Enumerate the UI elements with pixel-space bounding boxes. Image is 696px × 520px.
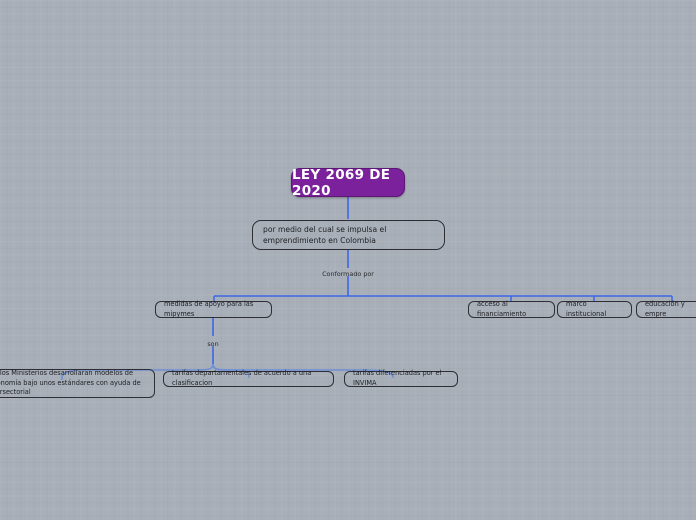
leaf-node-label: tarifas departamentales de acuerdo a una… bbox=[172, 369, 312, 387]
subtitle-node[interactable]: por medio del cual se impulsa el emprend… bbox=[252, 220, 445, 250]
branch-node-label: educación y empre bbox=[645, 299, 685, 318]
branch-node-label: acceso al financiamiento bbox=[477, 299, 527, 318]
leaf-node-label: tarifas diferenciadas por el INVIMA bbox=[353, 369, 442, 387]
branch-node-label: medidas de apoyo para las mipymes bbox=[164, 299, 254, 318]
root-node-label: LEY 2069 DE 2020 bbox=[292, 166, 391, 199]
edge-label-conformado-por: Conformado por bbox=[322, 270, 374, 278]
edge-label-son: son bbox=[207, 340, 219, 348]
branch-node-label: marco institucional bbox=[566, 299, 607, 318]
root-node[interactable]: LEY 2069 DE 2020 bbox=[291, 166, 405, 199]
leaf-node-gobierno-ministerios[interactable]: rno y los Ministerios desarrollaran mode… bbox=[0, 369, 155, 398]
subtitle-node-label: por medio del cual se impulsa el emprend… bbox=[263, 224, 387, 245]
branch-node-medidas-de-apoyo[interactable]: medidas de apoyo para las mipymes bbox=[155, 299, 272, 318]
branch-node-educacion-y-emprendimiento[interactable]: educación y empre bbox=[636, 299, 696, 318]
leaf-node-tarifas-invima[interactable]: tarifas diferenciadas por el INVIMA bbox=[344, 369, 458, 387]
leaf-node-label: rno y los Ministerios desarrollaran mode… bbox=[0, 369, 141, 397]
branch-node-acceso-al-financiamiento[interactable]: acceso al financiamiento bbox=[468, 299, 555, 318]
branch-node-marco-institucional[interactable]: marco institucional bbox=[557, 299, 632, 318]
leaf-node-tarifas-departamentales[interactable]: tarifas departamentales de acuerdo a una… bbox=[163, 369, 334, 387]
